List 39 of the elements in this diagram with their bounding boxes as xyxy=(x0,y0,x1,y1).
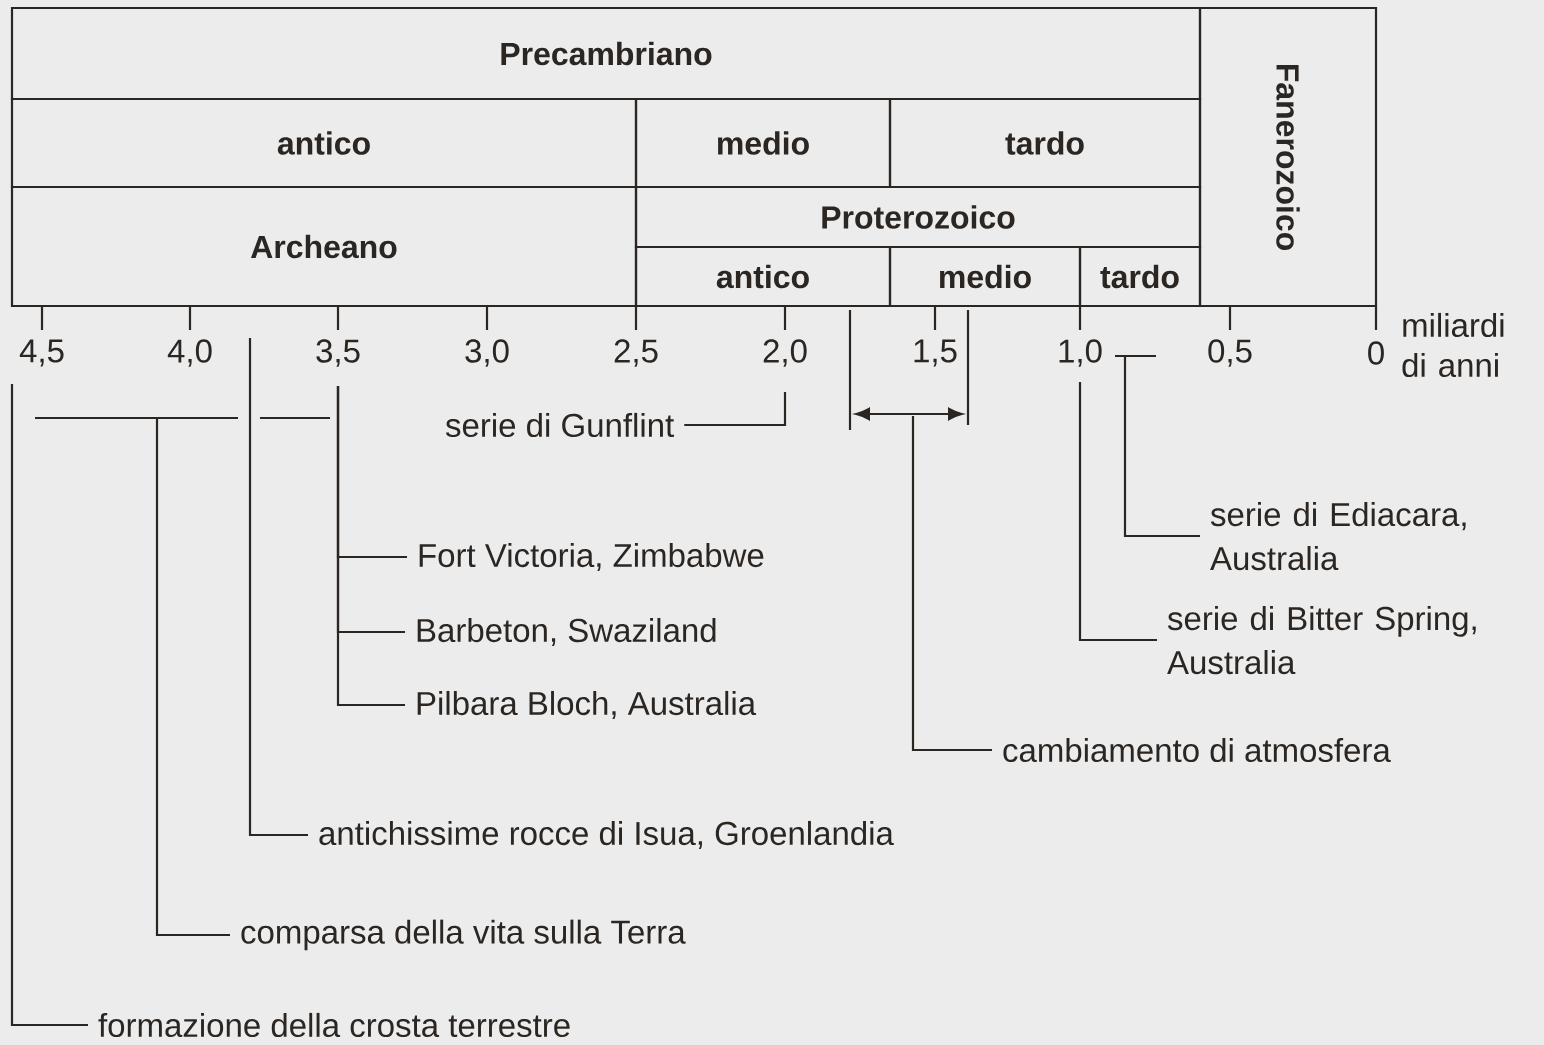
period-box: medio xyxy=(888,245,1082,308)
annotation-text: serie di Bitter Spring, Australia xyxy=(1167,606,1476,675)
period-box: tardo xyxy=(888,97,1202,189)
tick-label: 3,0 xyxy=(465,339,509,367)
annotation-text: cambiamento di atmosfera xyxy=(1003,737,1391,763)
period-box: medio xyxy=(634,97,892,189)
tick-label: 1,5 xyxy=(914,339,957,367)
annotation-text: Pilbara Bloch, Australia xyxy=(417,690,757,720)
leader-line xyxy=(10,384,88,1027)
tick-label: 0 xyxy=(1368,341,1384,365)
annotation-text: serie di Gunflint xyxy=(445,412,674,438)
period-box: antico xyxy=(10,97,638,189)
annotation-text: Barbeton, Swaziland xyxy=(417,617,716,647)
axis-unit: miliardi di anni xyxy=(1402,312,1504,378)
annotation-text: serie di Ediacara, Australia xyxy=(1210,502,1466,571)
tick-label: 0,5 xyxy=(1208,339,1252,367)
leader-line xyxy=(911,416,992,752)
tick-label: 3,5 xyxy=(316,339,360,367)
annotation-text: comparsa della vita sulla Terra xyxy=(241,919,686,951)
period-box: Proterozoico xyxy=(634,185,1202,249)
leader-line xyxy=(1123,356,1200,538)
tick-label: 1,0 xyxy=(1059,339,1102,367)
leader-line xyxy=(336,386,405,707)
period-box: Fanerozoico xyxy=(1198,6,1378,308)
leader-line xyxy=(248,338,308,837)
leader-line xyxy=(155,418,230,937)
leader-line xyxy=(684,392,787,427)
tick-label: 4,0 xyxy=(167,339,212,367)
period-box: Precambriano xyxy=(10,6,1202,101)
leader-line xyxy=(1078,382,1157,642)
annotation-text: Fort Victoria, Zimbabwe xyxy=(419,542,764,572)
annotation-text: antichissime rocce di Isua, Groenlandia xyxy=(319,820,894,850)
annotation-text: formazione della crosta terrestre xyxy=(98,1012,570,1038)
period-box: antico xyxy=(634,245,892,308)
tick-label: 4,5 xyxy=(19,339,64,367)
period-box: tardo xyxy=(1078,245,1202,308)
tick-label: 2,5 xyxy=(614,339,658,367)
period-box: Archeano xyxy=(10,185,638,308)
tick-label: 2,0 xyxy=(763,339,807,367)
